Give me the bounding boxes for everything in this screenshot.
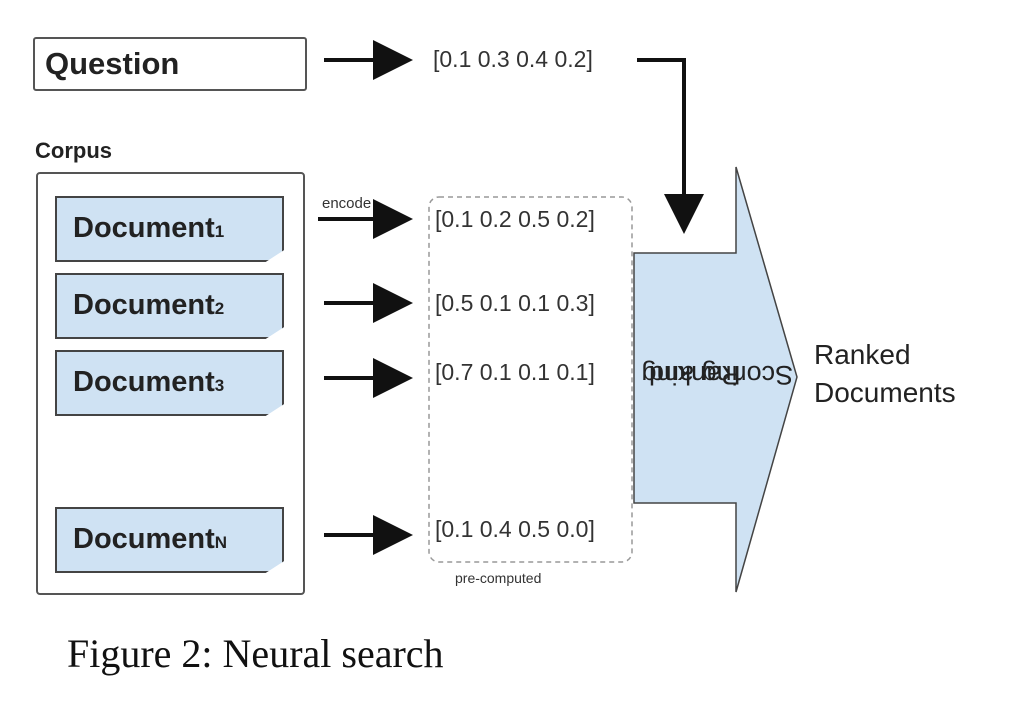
encode-label: encode (322, 195, 372, 212)
document-3: Document3 (55, 350, 284, 416)
scoring-line-2: Ranking (641, 360, 741, 390)
document-n-subscript: N (214, 533, 228, 552)
precomputed-box (428, 196, 633, 563)
document-1: Document1 (55, 196, 284, 262)
question-vector: [0.1 0.3 0.4 0.2] (433, 46, 593, 72)
scoring-ranking-label: Scoring and Ranking (641, 255, 793, 495)
corpus-label: Corpus (35, 138, 112, 163)
ranked-line-2: Documents (814, 377, 956, 408)
document-3-subscript: 3 (214, 376, 225, 395)
question-box: Question (33, 37, 307, 91)
document-2: Document2 (55, 273, 284, 339)
document-3-vector: [0.7 0.1 0.1 0.1] (435, 359, 595, 385)
ranked-documents-label: Ranked Documents (814, 336, 956, 412)
document-n: DocumentN (55, 507, 284, 573)
precomputed-label: pre-computed (455, 570, 542, 586)
ranked-line-1: Ranked (814, 339, 911, 370)
document-1-subscript: 1 (214, 222, 225, 241)
document-3-name: Document (73, 366, 215, 398)
document-n-vector: [0.1 0.4 0.5 0.0] (435, 516, 595, 542)
scoring-ranking-arrow-shape (633, 166, 798, 593)
corpus-box (36, 172, 305, 595)
document-1-name: Document (73, 212, 215, 244)
document-2-name: Document (73, 289, 215, 321)
question-vector-connector (637, 58, 704, 234)
document-1-vector: [0.1 0.2 0.5 0.2] (435, 206, 595, 232)
document-n-name: Document (73, 523, 215, 555)
figure-caption: Figure 2: Neural search (67, 631, 444, 676)
document-2-vector: [0.5 0.1 0.1 0.3] (435, 290, 595, 316)
document-2-subscript: 2 (214, 299, 225, 318)
